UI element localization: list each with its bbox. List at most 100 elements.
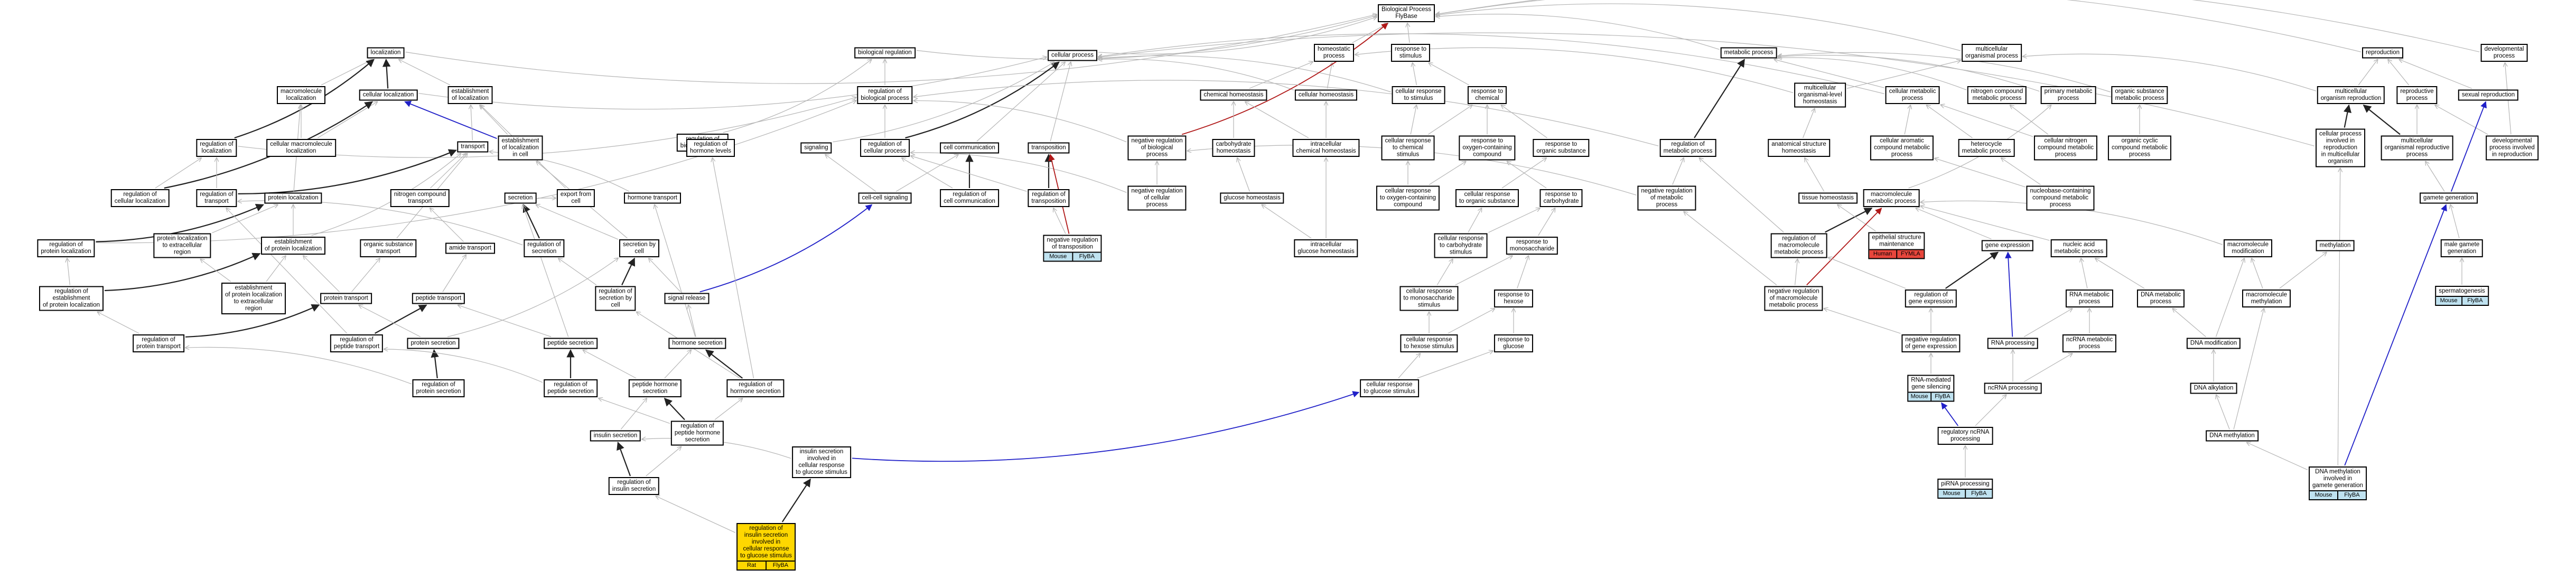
go-term-dna-metabolic-process[interactable]: DNA metabolic process <box>2136 290 2185 307</box>
go-term-rna-metabolic-process[interactable]: RNA metabolic process <box>2065 290 2114 307</box>
go-term-regulation-of-peptide-transport[interactable]: regulation of peptide transport <box>330 334 384 352</box>
go-term-cellular-homeostasis[interactable]: cellular homeostasis <box>1294 89 1358 101</box>
go-term-transposition[interactable]: transposition <box>1028 142 1070 154</box>
go-term-ncrna-metabolic-process[interactable]: ncRNA metabolic process <box>2062 334 2117 352</box>
go-term-regulation-of-secretion-by-cell[interactable]: regulation of secretion by cell <box>595 286 636 311</box>
go-term-response-to-monosaccharide[interactable]: response to monosaccharide <box>1506 237 1558 255</box>
go-term-cellular-response-to-stimulus[interactable]: cellular response to stimulus <box>1392 86 1445 104</box>
go-term-intracellular-chemical-homeostasis[interactable]: intracellular chemical homeostasis <box>1292 139 1360 157</box>
go-term-biological-regulation[interactable]: biological regulation <box>854 47 916 59</box>
go-term-regulation-of-insulin-secretion-involved-in-cellular-response-to-glucose-stimulus[interactable]: regulation of insulin secretion involved… <box>736 523 796 571</box>
go-term-export-from-cell[interactable]: export from cell <box>556 189 595 207</box>
go-term-protein-localization[interactable]: protein localization <box>264 192 322 204</box>
go-term-heterocycle-metabolic-process[interactable]: heterocycle metabolic process <box>1958 139 2015 157</box>
go-term-regulation-of-protein-secretion[interactable]: regulation of protein secretion <box>412 379 465 397</box>
go-term-response-to-hexose[interactable]: response to hexose <box>1494 290 1534 307</box>
go-term-gene-expression[interactable]: gene expression <box>1981 240 2034 251</box>
go-term-dna-methylation-involved-in-gamete-generation[interactable]: DNA methylation involved in gamete gener… <box>2309 466 2367 500</box>
go-term-tissue-homeostasis[interactable]: tissue homeostasis <box>1798 192 1858 204</box>
go-term-cellular-process[interactable]: cellular process <box>1048 50 1097 61</box>
go-term-response-to-chemical[interactable]: response to chemical <box>1467 86 1507 104</box>
go-term-macromolecule-metabolic-process[interactable]: macromolecule metabolic process <box>1863 189 1920 207</box>
go-term-macromolecule-methylation[interactable]: macromolecule methylation <box>2242 290 2291 307</box>
go-term-homeostatic-process[interactable]: homeostatic process <box>1313 44 1355 62</box>
go-term-multicellular-organismal-level-homeostasis[interactable]: multicellular organismal-level homeostas… <box>1794 82 1846 108</box>
go-term-nitrogen-compound-metabolic-process[interactable]: nitrogen compound metabolic process <box>1967 86 2027 104</box>
go-term-regulation-of-secretion[interactable]: regulation of secretion <box>524 239 565 257</box>
go-term-signaling[interactable]: signaling <box>800 142 832 154</box>
go-term-sexual-reproduction[interactable]: sexual reproduction <box>2458 89 2519 101</box>
go-term-cellular-aromatic-nucleobase[interactable]: cellular aromatic compound metabolic pro… <box>1870 135 1934 161</box>
go-term-regulation-of-hormone-secretion[interactable]: regulation of hormone secretion <box>726 379 785 397</box>
go-term-response-to-carbohydrate[interactable]: response to carbohydrate <box>1539 189 1583 207</box>
go-term-regulation-of-biological-process[interactable]: regulation of biological process <box>857 86 913 104</box>
go-term-regulation-of-metabolic-process[interactable]: regulation of metabolic process <box>1659 139 1716 157</box>
go-term-primary-metabolic-process[interactable]: primary metabolic process <box>2040 86 2096 104</box>
go-term-transport[interactable]: transport <box>457 141 489 153</box>
go-term-glucose-homeostasis[interactable]: glucose homeostasis <box>1220 192 1284 204</box>
go-term-cellular-nitrogen-compound-metabolic-process[interactable]: cellular nitrogen compound metabolic pro… <box>2033 135 2098 161</box>
go-term-regulation-of-protein-transport[interactable]: regulation of protein transport <box>133 334 184 352</box>
go-term-peptide-hormone-secretion[interactable]: peptide hormone secretion <box>628 379 682 397</box>
go-term-cellular-metabolic-process[interactable]: cellular metabolic process <box>1885 86 1940 104</box>
go-term-signal-release[interactable]: signal release <box>664 293 710 304</box>
go-term-cellular-response-to-hexose-stimulus[interactable]: cellular response to hexose stimulus <box>1400 334 1458 352</box>
go-term-cellular-response-to-carbohydrate-stimulus[interactable]: cellular response to carbohydrate stimul… <box>1434 233 1488 258</box>
go-term-anatomical-structure-homeostasis[interactable]: anatomical structure homeostasis <box>1768 139 1830 157</box>
go-term-negative-regulation-of-macromolecule-metabolic-process[interactable]: negative regulation of macromolecule met… <box>1764 286 1823 311</box>
go-term-dna-modification[interactable]: DNA modification <box>2186 338 2241 349</box>
go-term-negative-regulation-of-metabolic-process[interactable]: negative regulation of metabolic process <box>1637 185 1696 211</box>
go-term-regulation-of-transposition[interactable]: regulation of transposition <box>1028 189 1070 207</box>
go-term-chemical-homeostasis[interactable]: chemical homeostasis <box>1200 89 1267 101</box>
go-term-response-to-glucose[interactable]: response to glucose <box>1494 334 1534 352</box>
go-term-establishment-of-protein-localization-to-extracellular-region[interactable]: establishment of protein localization to… <box>221 283 286 314</box>
go-term-nucleic-acid-metabolic-process[interactable]: nucleic acid metabolic process <box>2050 239 2107 257</box>
go-term-rna-processing[interactable]: RNA processing <box>1987 338 2039 349</box>
go-term-methylation[interactable]: methylation <box>2316 240 2355 251</box>
go-term-carbohydrate-homeostasis[interactable]: carbohydrate homeostasis <box>1212 139 1255 157</box>
go-term-regulation-of-protein-localization[interactable]: regulation of protein localization <box>37 239 95 257</box>
go-term-ncrna-processing[interactable]: ncRNA processing <box>1984 382 2042 394</box>
go-term-root[interactable]: Biological Process FlyBase <box>1378 4 1435 22</box>
go-term-hormone-transport[interactable]: hormone transport <box>624 192 681 204</box>
go-term-establishment-of-localization[interactable]: establishment of localization <box>447 86 493 104</box>
go-term-cellular-response-to-oxygen-containing-compound[interactable]: cellular response to oxygen-containing c… <box>1376 185 1440 211</box>
go-term-protein-secretion[interactable]: protein secretion <box>407 338 460 349</box>
go-term-cellular-response-to-glucose-stimulus[interactable]: cellular response to glucose stimulus <box>1360 379 1419 397</box>
go-term-macromolecule-localization[interactable]: macromolecule localization <box>277 86 325 104</box>
go-term-regulation-of-insulin-secretion[interactable]: regulation of insulin secretion <box>608 477 660 495</box>
go-term-regulatory-ncrna-processing[interactable]: regulatory ncRNA processing <box>1937 427 1993 445</box>
go-term-regulation-of-cellular-localization[interactable]: regulation of cellular localization <box>110 189 170 207</box>
go-term-cell-communication[interactable]: cell communication <box>940 142 999 154</box>
go-term-regulation-of-cell-communication[interactable]: regulation of cell communication <box>940 189 999 207</box>
go-term-response-to-stimulus[interactable]: response to stimulus <box>1390 44 1431 62</box>
go-term-response-to-oxygen-containing-compound[interactable]: response to oxygen-containing compound <box>1459 135 1516 161</box>
go-term-protein-localization-to-extracellular-region[interactable]: protein localization to extracellular re… <box>153 233 211 258</box>
go-term-multicellular-organism-reproduction[interactable]: multicellular organism reproduction <box>2317 86 2385 104</box>
go-term-establishment-of-protein-localization[interactable]: establishment of protein localization <box>260 237 326 255</box>
go-term-regulation-of-macromolecule-metabolic-process[interactable]: regulation of macromolecule metabolic pr… <box>1770 233 1827 258</box>
go-term-regulation-of-hormone-levels[interactable]: regulation of hormone levels <box>686 139 735 157</box>
go-term-nitrogen-compound-transport[interactable]: nitrogen compound transport <box>390 189 450 207</box>
go-term-nucleobase-containing-compound-metabolic-process[interactable]: nucleobase-containing compound metabolic… <box>2026 185 2095 211</box>
go-term-cellular-localization[interactable]: cellular localization <box>359 89 418 101</box>
go-term-multicellular-organismal-process[interactable]: multicellular organismal process <box>1962 44 2022 62</box>
go-term-cellular-macromolecule-localization[interactable]: cellular macromolecule localization <box>266 139 336 157</box>
go-term-metabolic-process[interactable]: metabolic process <box>1720 47 1777 59</box>
go-term-developmental-process[interactable]: developmental process <box>2480 44 2528 62</box>
go-term-gamete-generation[interactable]: gamete generation <box>2420 192 2478 204</box>
go-term-organic-cyclic-compound-metabolic-process[interactable]: organic cyclic compound metabolic proces… <box>2107 135 2172 161</box>
go-term-insulin-secretion-involved-in-cellular-response-to-glucose-stimulus[interactable]: insulin secretion involved in cellular r… <box>792 446 851 478</box>
go-term-regulation-of-establishment-of-protein-localization[interactable]: regulation of establishment of protein l… <box>39 286 104 311</box>
go-term-dna-alkylation[interactable]: DNA alkylation <box>2190 382 2237 394</box>
go-term-amide-transport[interactable]: amide transport <box>445 242 495 254</box>
go-term-regulation-of-peptide-hormone-secretion[interactable]: regulation of peptide hormone secretion <box>670 421 724 446</box>
go-term-macromolecule-modification[interactable]: macromolecule modification <box>2224 239 2272 257</box>
go-term-cell-cell-signaling[interactable]: cell-cell signaling <box>858 192 912 204</box>
go-term-dna-methylation[interactable]: DNA methylation <box>2206 430 2258 442</box>
go-term-secretion-by-cell[interactable]: secretion by cell <box>619 239 660 257</box>
